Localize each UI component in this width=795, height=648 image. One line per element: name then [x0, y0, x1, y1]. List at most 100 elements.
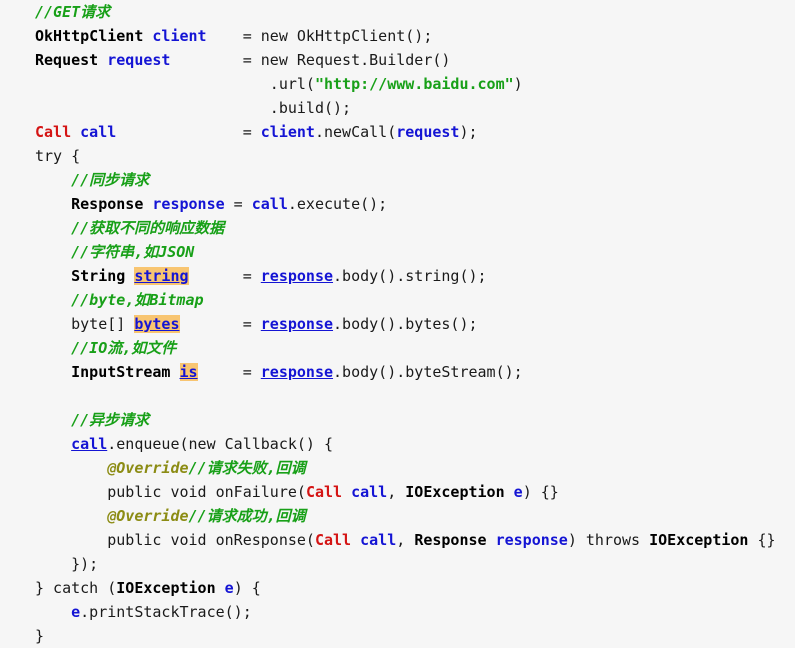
- code-token-type-red: Call: [314, 531, 352, 549]
- code-token-plain: .body().bytes();: [333, 315, 478, 333]
- code-token-plain: .execute();: [287, 195, 388, 213]
- code-token-plain: public void onResponse(: [35, 531, 315, 549]
- code-line: public void onResponse(Call call, Respon…: [35, 528, 795, 552]
- code-token-plain: [505, 483, 514, 501]
- code-token-plain: [98, 51, 107, 69]
- code-token-variable: client: [152, 27, 207, 45]
- code-token-variable: response: [152, 195, 225, 213]
- code-token-variable-underlined: response: [260, 363, 334, 381]
- code-token-plain: [342, 483, 351, 501]
- code-token-type: IOException: [405, 483, 505, 501]
- code-token-plain: [35, 459, 107, 477]
- code-token-plain: ) {}: [522, 483, 559, 501]
- code-line: //GET请求: [35, 0, 795, 24]
- code-token-plain: try {: [35, 147, 81, 165]
- code-token-plain: });: [35, 555, 99, 573]
- code-line: //IO流,如文件: [35, 336, 795, 360]
- code-token-plain: {}: [748, 531, 776, 549]
- code-token-plain: .printStackTrace();: [80, 603, 252, 621]
- code-token-variable-underlined: call: [71, 435, 108, 453]
- code-line: Call call = client.newCall(request);: [35, 120, 795, 144]
- code-line: //byte,如Bitmap: [35, 288, 795, 312]
- code-token-plain: .newCall(: [314, 123, 397, 141]
- code-token-variable-underlined: response: [260, 267, 334, 285]
- code-token-plain: } catch (: [35, 579, 117, 597]
- code-token-plain: public void onFailure(: [35, 483, 306, 501]
- code-token-plain: [35, 435, 71, 453]
- code-token-plain: );: [459, 123, 478, 141]
- code-token-plain: [35, 603, 71, 621]
- code-line: //异步请求: [35, 408, 795, 432]
- code-token-comment: //字符串,如JSON: [71, 243, 195, 261]
- code-token-variable-underlined: response: [260, 315, 334, 333]
- code-token-plain: [35, 243, 71, 261]
- code-token-type-red: Call: [305, 483, 343, 501]
- code-token-plain: [35, 171, 71, 189]
- code-line: Response response = call.execute();: [35, 192, 795, 216]
- code-token-highlighted: bytes: [134, 315, 180, 333]
- code-token-comment: //IO流,如文件: [71, 339, 177, 357]
- code-line: e.printStackTrace();: [35, 600, 795, 624]
- code-token-plain: }: [35, 627, 45, 645]
- code-token-plain: .enqueue(new Callback() {: [107, 435, 334, 453]
- code-token-variable: e: [224, 579, 234, 597]
- code-token-plain: [35, 507, 107, 525]
- code-token-type-red: Call: [35, 123, 72, 141]
- code-token-highlighted: string: [134, 267, 189, 285]
- code-token-plain: [35, 339, 71, 357]
- code-token-variable: call: [351, 483, 388, 501]
- code-token-type: IOException: [649, 531, 749, 549]
- code-token-comment: //GET请求: [35, 3, 111, 21]
- code-token-type: InputStream: [71, 363, 171, 381]
- code-token-plain: ): [513, 75, 523, 93]
- code-line: [35, 384, 795, 408]
- code-token-plain: =: [179, 315, 261, 333]
- code-line: .build();: [35, 96, 795, 120]
- code-token-type: Response: [71, 195, 144, 213]
- code-token-plain: = new Request.Builder(): [170, 51, 451, 69]
- code-line: try {: [35, 144, 795, 168]
- code-token-comment: //同步请求: [71, 171, 150, 189]
- code-token-comment: //请求失败,回调: [188, 459, 306, 477]
- code-line: call.enqueue(new Callback() {: [35, 432, 795, 456]
- code-line: //获取不同的响应数据: [35, 216, 795, 240]
- code-token-variable: e: [513, 483, 523, 501]
- code-token-plain: [351, 531, 360, 549]
- code-line: .url("http://www.baidu.com"): [35, 72, 795, 96]
- code-token-plain: [35, 219, 71, 237]
- code-line: });: [35, 552, 795, 576]
- code-token-type: Response: [414, 531, 487, 549]
- code-token-annotation: @Override: [107, 459, 189, 477]
- code-token-variable: response: [495, 531, 568, 549]
- code-line: OkHttpClient client = new OkHttpClient()…: [35, 24, 795, 48]
- code-token-type: OkHttpClient: [35, 27, 144, 45]
- code-token-variable: e: [71, 603, 81, 621]
- code-token-plain: [487, 531, 496, 549]
- code-token-variable: request: [396, 123, 460, 141]
- code-line: //字符串,如JSON: [35, 240, 795, 264]
- code-line: }: [35, 624, 795, 648]
- code-token-variable: call: [251, 195, 288, 213]
- code-line: String string = response.body().string()…: [35, 264, 795, 288]
- code-token-variable: call: [80, 123, 117, 141]
- code-token-type: IOException: [116, 579, 216, 597]
- code-token-plain: [35, 291, 71, 309]
- code-token-plain: = new OkHttpClient();: [206, 27, 433, 45]
- code-token-plain: .body().string();: [333, 267, 487, 285]
- code-line: @Override//请求成功,回调: [35, 504, 795, 528]
- code-token-variable: call: [360, 531, 397, 549]
- code-token-plain: [125, 267, 134, 285]
- code-token-variable: client: [260, 123, 315, 141]
- code-token-comment: //byte,如Bitmap: [71, 291, 204, 309]
- code-line: byte[] bytes = response.body().bytes();: [35, 312, 795, 336]
- code-token-string: "http://www.baidu.com": [314, 75, 514, 93]
- code-token-comment: //请求成功,回调: [188, 507, 306, 525]
- code-token-plain: ,: [396, 531, 415, 549]
- code-line: public void onFailure(Call call, IOExcep…: [35, 480, 795, 504]
- code-token-type: Request: [35, 51, 99, 69]
- code-token-plain: =: [188, 267, 261, 285]
- code-token-highlighted: is: [179, 363, 198, 381]
- code-token-plain: =: [197, 363, 261, 381]
- code-token-plain: .body().byteStream();: [333, 363, 523, 381]
- code-token-annotation: @Override: [107, 507, 189, 525]
